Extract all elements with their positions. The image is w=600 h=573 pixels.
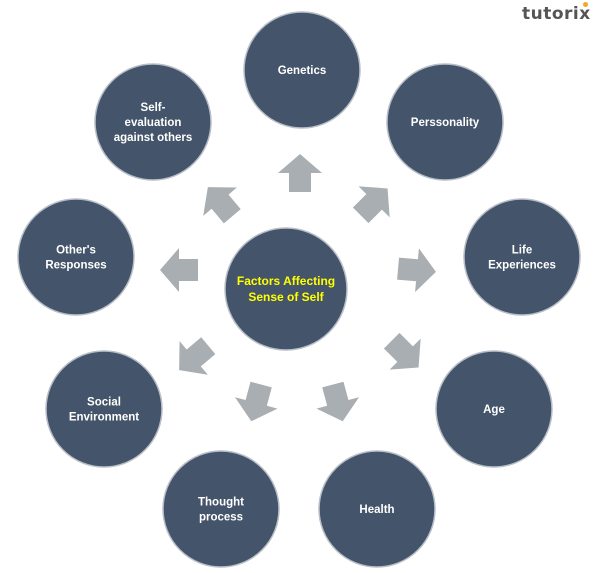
label-line: Life	[512, 245, 532, 257]
arrow-thought-process	[234, 381, 278, 422]
arrow-social-environment	[179, 337, 216, 375]
nodes-layer: GeneticsPerssonalityLifeExperiencesAgeHe…	[17, 11, 581, 568]
node-thought-process: Thought process	[162, 450, 280, 568]
label-line: Genetics	[278, 65, 327, 77]
logo-text: tutorix	[522, 4, 591, 24]
arrows-layer	[160, 154, 436, 422]
arrow-perssonality	[352, 186, 390, 224]
node-genetics: Genetics	[243, 11, 361, 129]
label-line: Experiences	[488, 260, 556, 272]
label-line: Responses	[45, 260, 106, 272]
node-age: Age	[435, 350, 553, 468]
node-circle	[386, 63, 504, 181]
node-circle	[318, 450, 436, 568]
label-line: Social	[87, 397, 121, 409]
node-health: Health	[318, 450, 436, 568]
node-circle	[162, 450, 280, 568]
center-circle	[224, 227, 348, 351]
tutorix-logo: tutorix	[522, 2, 591, 24]
arrow-age	[383, 332, 421, 370]
label-line: Age	[483, 404, 505, 416]
logo-dot-icon	[582, 2, 588, 7]
label-line: Factors Affecting	[237, 274, 335, 288]
arrow-health	[316, 381, 360, 422]
node-self-evaluation: Self-evaluation against others	[94, 63, 212, 181]
node-circle	[94, 63, 212, 181]
node-perssonality: Perssonality	[386, 63, 504, 181]
label-line: process	[199, 512, 243, 524]
label-line: Other's	[56, 245, 96, 257]
arrow-life-experiences	[397, 248, 436, 293]
label-line: Sense of Self	[248, 290, 324, 304]
label-line: Perssonality	[411, 117, 480, 129]
label-line: evaluation	[125, 117, 182, 129]
label-line: Thought	[198, 497, 244, 509]
node-circle	[435, 350, 553, 468]
label-line: against others	[114, 132, 193, 144]
node-circle	[243, 11, 361, 129]
node-circle	[463, 198, 581, 316]
arrow-self-evaluation	[203, 187, 241, 224]
label-line: Health	[359, 504, 394, 516]
node-circle	[45, 350, 163, 468]
node-circle	[17, 198, 135, 316]
label-line: Environment	[69, 412, 139, 424]
arrow-genetics	[278, 154, 322, 192]
arrow-others-responses	[160, 248, 198, 292]
label-line: Self-	[141, 102, 166, 114]
